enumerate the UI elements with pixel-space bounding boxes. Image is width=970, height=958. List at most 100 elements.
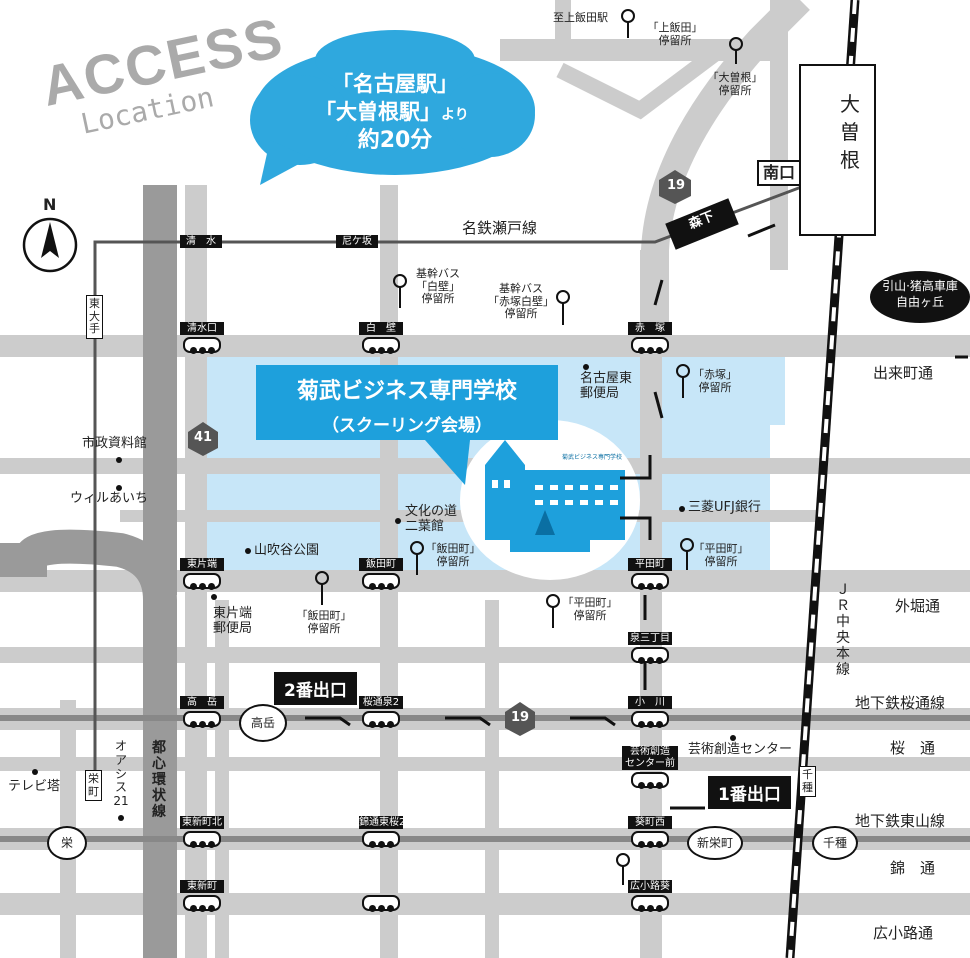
school-name: 菊武ビジネス専門学校 bbox=[296, 379, 517, 404]
station-dots bbox=[362, 831, 400, 848]
station-dots bbox=[631, 573, 669, 590]
circle-shinsakaemachi: 新栄町 bbox=[687, 826, 743, 860]
station-name: 東新町北 bbox=[180, 816, 224, 829]
exit2-label: 2番出口 bbox=[274, 672, 357, 705]
arrow-ozone bbox=[747, 223, 776, 238]
bus-pins bbox=[315, 9, 743, 885]
route41-label: 41 bbox=[193, 430, 213, 445]
kikan-shirakabe-label: 基幹バス 「白壁」 停留所 bbox=[416, 267, 460, 306]
nagoya-east-po-label: 名古屋東 郵便局 bbox=[580, 371, 633, 401]
pin-8 bbox=[546, 594, 560, 608]
circle-takaoka: 高岳 bbox=[239, 704, 287, 742]
station-name: 清水口 bbox=[180, 322, 224, 335]
station-name: 小 川 bbox=[628, 696, 672, 709]
station-heidenmachi: 平田町 bbox=[628, 558, 672, 590]
callout-cloud bbox=[250, 30, 535, 185]
station-dots bbox=[183, 337, 221, 354]
station-unnamed-hirokoji bbox=[359, 893, 403, 912]
sakura-label: 桜 通 bbox=[890, 739, 936, 757]
toshin-upper bbox=[143, 185, 177, 595]
heiden-stop2-label: 「平田町」 停留所 bbox=[562, 596, 618, 622]
station-name: 赤 塚 bbox=[628, 322, 672, 335]
north-roads bbox=[500, 0, 810, 340]
station-shimizuguchi: 清水口 bbox=[180, 322, 224, 354]
station-dots bbox=[362, 711, 400, 728]
iida-stop2-label: 「飯田町」 停留所 bbox=[296, 609, 352, 635]
pin-4 bbox=[556, 290, 570, 304]
school-callout-pointer bbox=[425, 440, 470, 485]
pin-10 bbox=[616, 853, 630, 867]
higashiote-label: 東大手 bbox=[86, 295, 103, 339]
ozone-station-name: 大曽根 bbox=[840, 92, 860, 172]
station-hirokoji-aoi: 広小路葵 bbox=[628, 880, 672, 912]
akatsuka-stop-label: 「赤塚」 停留所 bbox=[693, 368, 737, 394]
tv-tower-label: テレビ塔 bbox=[8, 779, 61, 794]
badge-bg bbox=[870, 271, 970, 323]
station-nishiki-higashi-sakura2: 錦通東桜2 bbox=[359, 816, 406, 848]
circle-sakae: 栄 bbox=[47, 826, 87, 860]
callout-line1: 「名古屋駅」 bbox=[332, 72, 458, 96]
arrow-down-1 bbox=[653, 279, 664, 306]
toshin-label: 都心環状線 bbox=[152, 740, 166, 821]
station-dots bbox=[183, 711, 221, 728]
station-name: 広小路葵 bbox=[628, 880, 672, 893]
north-compass bbox=[22, 217, 78, 273]
callout-line2-wrap: 「大曽根駅」より bbox=[315, 100, 469, 124]
higashiyama-line bbox=[0, 836, 970, 842]
bunka-label: 文化の道 二葉館 bbox=[405, 504, 458, 534]
station-ogawa: 小 川 bbox=[628, 696, 672, 728]
station-amagasaka: 尼ケ坂 bbox=[336, 235, 378, 248]
station-higashi-shinmachi-kita: 東新町北 bbox=[180, 816, 224, 848]
station-name: 錦通東桜2 bbox=[359, 816, 406, 829]
station-dots bbox=[631, 831, 669, 848]
station-dots bbox=[631, 895, 669, 912]
to-kamiiida-label: 至上飯田駅 bbox=[553, 11, 608, 24]
route19-north-label: 19 bbox=[666, 178, 686, 193]
route-shields bbox=[188, 170, 691, 736]
school-sign: 菊武ビジネス専門学校 bbox=[560, 454, 625, 462]
road-v-225 bbox=[215, 600, 229, 958]
school-sub: （スクーリング会場） bbox=[322, 416, 492, 436]
road-v-195 bbox=[185, 185, 207, 958]
station-dots bbox=[183, 573, 221, 590]
arrow-school-1 bbox=[620, 455, 652, 480]
school-building bbox=[485, 440, 625, 552]
station-shirakabe: 白 壁 bbox=[359, 322, 403, 354]
minamiguchi-label: 南口 bbox=[757, 160, 802, 187]
station-higashi-shinmachi: 東新町 bbox=[180, 880, 224, 912]
chikusa-box-label: 千種 bbox=[799, 766, 816, 798]
arrow-1 bbox=[305, 716, 351, 727]
station-geijutsu-mae: 芸術創造 センター前 bbox=[622, 746, 678, 789]
station-takaoka: 高 岳 bbox=[180, 696, 224, 728]
arrow-down-2 bbox=[653, 391, 664, 419]
station-izumi3: 泉三丁目 bbox=[628, 632, 672, 664]
nishiki-label: 錦 通 bbox=[890, 859, 936, 877]
station-dots bbox=[631, 647, 669, 664]
sakuradori-line bbox=[0, 715, 970, 721]
arrow-3 bbox=[570, 716, 616, 727]
station-name: 泉三丁目 bbox=[628, 632, 672, 645]
wilaichi-label: ウィルあいち bbox=[70, 491, 149, 506]
road-ne bbox=[556, 43, 725, 120]
yamabuki-label: 山吹谷公園 bbox=[254, 543, 320, 558]
meitetsu-seto-label: 名鉄瀬戸線 bbox=[462, 219, 538, 237]
station-name: 東新町 bbox=[180, 880, 224, 893]
road-v-495 bbox=[485, 600, 499, 958]
station-dots bbox=[183, 831, 221, 848]
morishita-box bbox=[665, 198, 739, 250]
callout-line3: 約20分 bbox=[357, 128, 433, 153]
pin-1 bbox=[621, 9, 635, 23]
ozone-station-building bbox=[799, 64, 876, 236]
station-iidamachi: 飯田町 bbox=[359, 558, 403, 590]
badge-line1: 引山·猪高車庫 bbox=[882, 279, 958, 293]
jr-chuo-label: ＪＲ中央本線 bbox=[836, 582, 850, 679]
callout-line2: 「大曽根駅」 bbox=[315, 100, 441, 124]
oasis21-label: オアシス21 bbox=[113, 739, 129, 809]
higashikataha-po-label: 東片端 郵便局 bbox=[213, 606, 253, 636]
callout-line2-suffix: より bbox=[441, 107, 469, 123]
station-dots bbox=[362, 895, 400, 912]
route-arrows bbox=[305, 223, 968, 810]
station-dots bbox=[631, 711, 669, 728]
